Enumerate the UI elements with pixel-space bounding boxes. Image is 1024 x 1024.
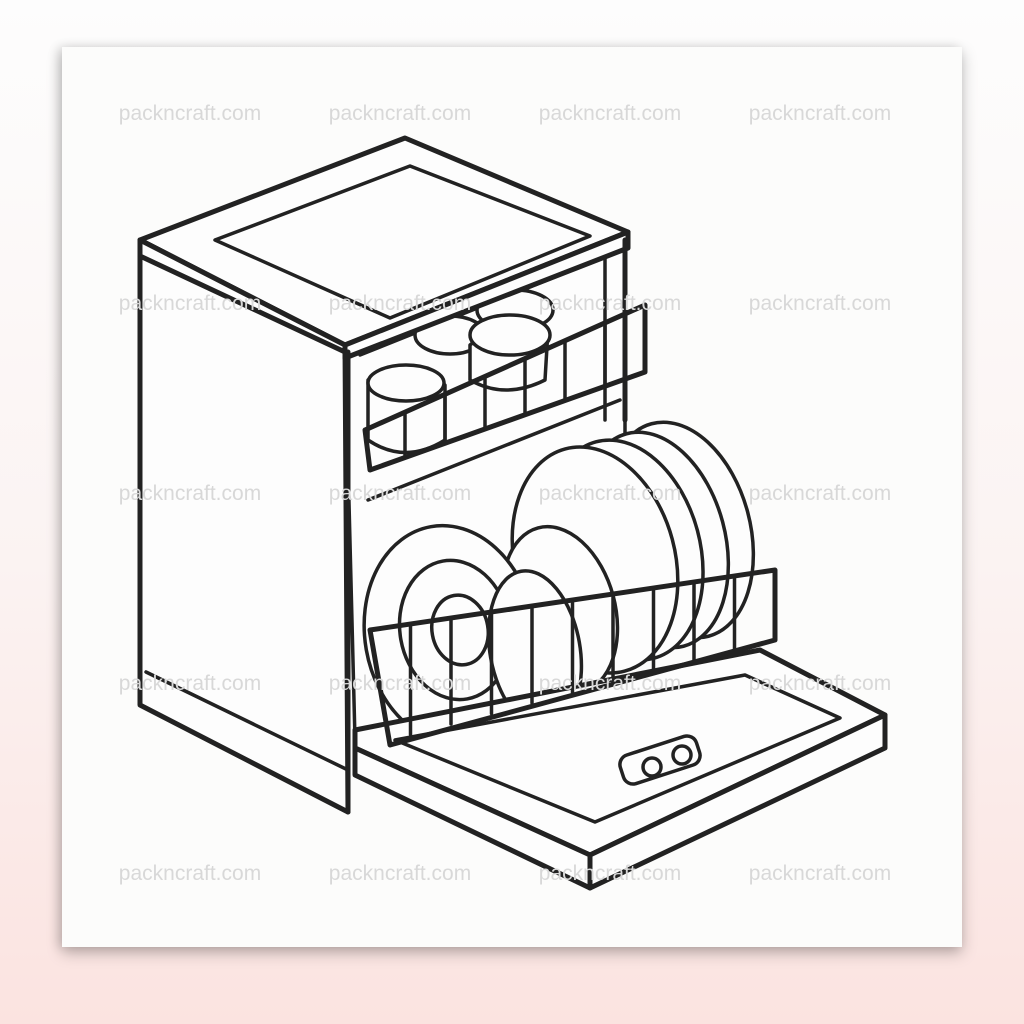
upper-rack: [362, 302, 648, 502]
lower-rack: [367, 567, 778, 748]
door-button: [641, 756, 663, 778]
dishwasher-door: [352, 647, 888, 891]
door-button: [671, 744, 693, 766]
